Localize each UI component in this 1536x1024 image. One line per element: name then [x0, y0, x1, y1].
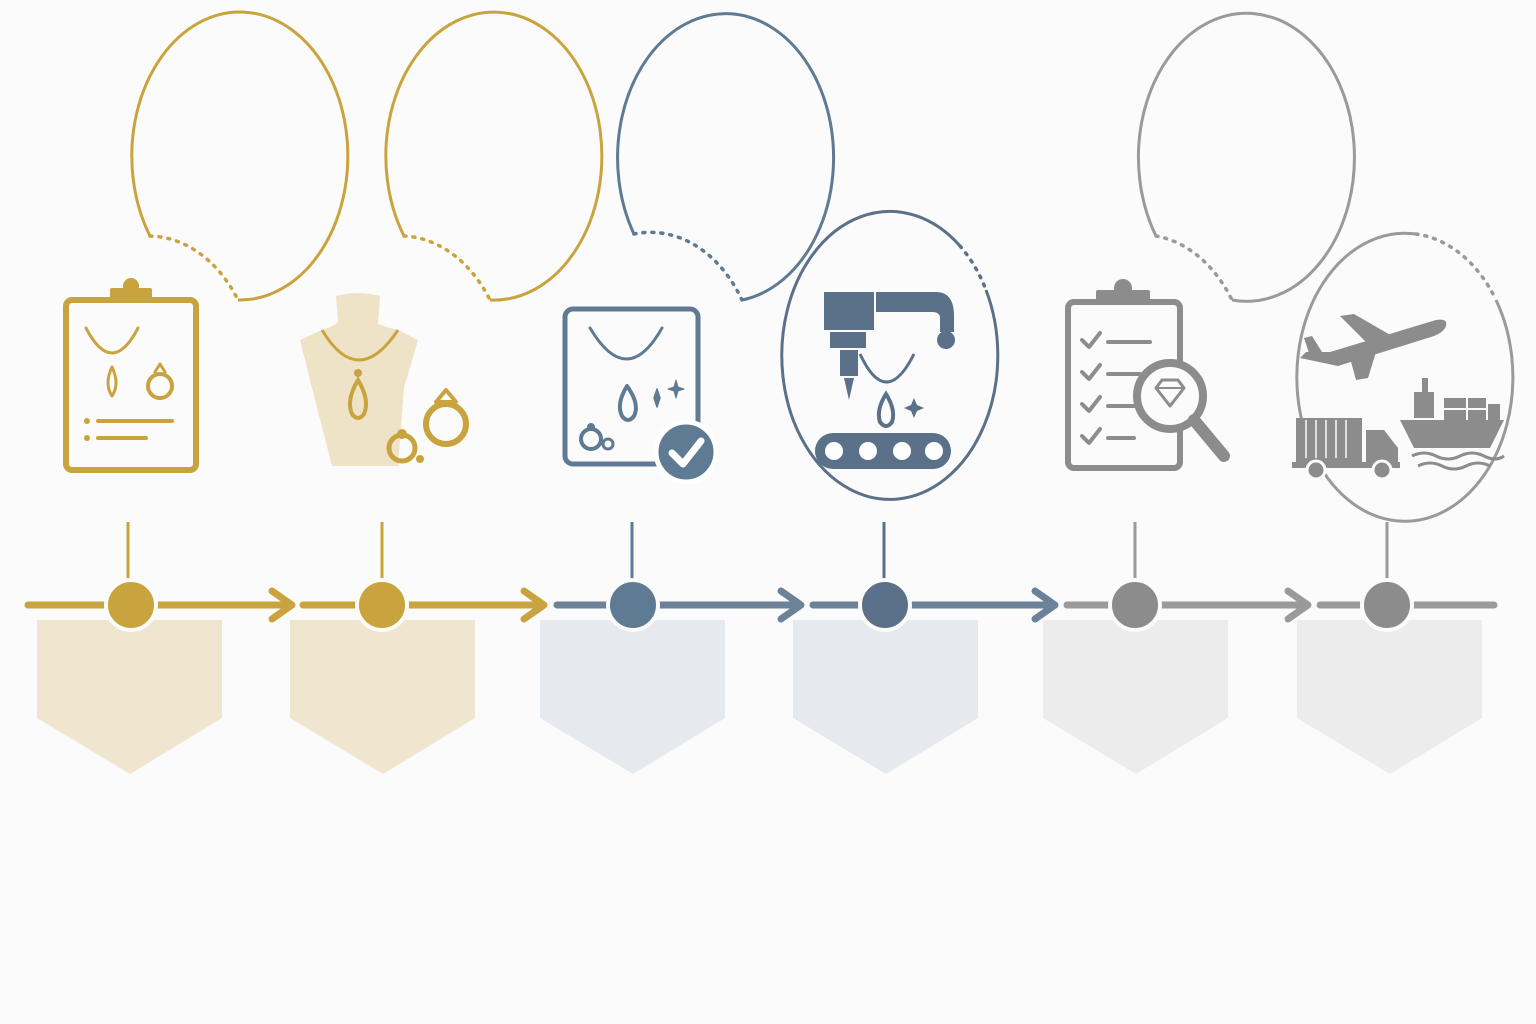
truck-icon	[1292, 418, 1400, 481]
step-3-circle-dotted	[632, 230, 744, 302]
step-1-node	[104, 578, 158, 632]
step-1-circle-solid	[130, 10, 350, 302]
step-1-label-box	[37, 620, 222, 774]
step-6-label-box	[1297, 620, 1482, 774]
step-4-circle-dotted	[958, 244, 988, 292]
step-4-node	[858, 578, 912, 632]
step-6-node	[1360, 578, 1414, 632]
step-2	[290, 10, 604, 774]
timeline-arrow-1	[150, 587, 296, 623]
step-5-node	[1108, 578, 1162, 632]
timeline	[24, 587, 1498, 623]
step-3-circle-solid	[616, 12, 836, 302]
cargo-ship-icon	[1400, 378, 1505, 471]
shipping-plane-truck-ship-icon	[1292, 314, 1505, 481]
timeline-arrow-4	[906, 587, 1059, 623]
airplane-icon	[1300, 314, 1447, 380]
timeline-arrow-5	[1156, 587, 1312, 623]
necklace-bust-display-icon	[300, 293, 469, 466]
step-2-node	[355, 578, 409, 632]
step-5-circle-dotted	[1154, 234, 1234, 302]
step-3-label-box	[540, 620, 725, 774]
design-approval-check-icon	[562, 306, 719, 485]
timeline-arrow-2	[402, 587, 548, 623]
clipboard-jewelry-design-icon	[63, 278, 199, 473]
step-6-circle-dotted	[1414, 232, 1498, 302]
timeline-arrow-3	[653, 587, 805, 623]
step-4	[780, 209, 1000, 774]
step-5-circle-solid	[1136, 11, 1356, 303]
manufacturing-machine-icon	[815, 292, 955, 469]
step-3-node	[606, 578, 660, 632]
step-3	[540, 12, 836, 774]
step-1	[37, 10, 350, 774]
step-5	[1043, 11, 1356, 774]
step-2-label-box	[290, 620, 475, 774]
step-4-circle-solid	[780, 209, 1000, 501]
step-4-label-box	[793, 620, 978, 774]
step-5-label-box	[1043, 620, 1228, 774]
step-2-circle-solid	[384, 10, 604, 302]
step-1-circle-dotted	[148, 234, 240, 302]
step-2-circle-dotted	[402, 234, 492, 302]
quality-inspection-magnifier-icon	[1065, 279, 1230, 471]
step-6	[1292, 231, 1515, 774]
step-6-circle-solid	[1295, 231, 1515, 523]
